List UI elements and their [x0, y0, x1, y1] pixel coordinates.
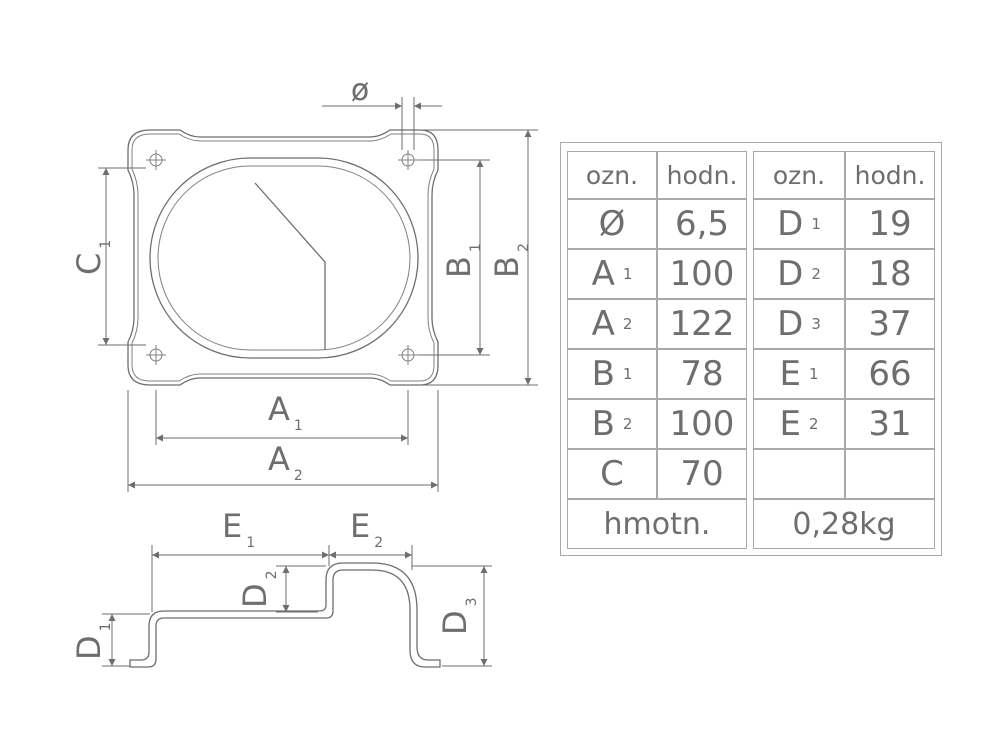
row-value-B1: 78 — [657, 349, 747, 399]
label-diameter: ø — [351, 73, 369, 108]
dimension-D3: D3 — [412, 565, 492, 667]
flap-line — [254, 182, 326, 350]
row-value-D1: 19 — [845, 199, 935, 249]
row-value-E1: 66 — [845, 349, 935, 399]
header-ozn-left: ozn. — [567, 151, 657, 199]
label-D2: D2 — [236, 570, 280, 608]
dimension-D1: D1 — [70, 613, 150, 667]
mounting-hole-top-left — [146, 150, 166, 170]
mounting-hole-bottom-left — [146, 345, 166, 365]
row-value-C: 70 — [657, 449, 747, 499]
row-value-A1: 100 — [657, 249, 747, 299]
header-hodn-right: hodn. — [845, 151, 935, 199]
dimension-C1: C1 — [70, 167, 146, 346]
row-value-empty — [845, 449, 935, 499]
header-hodn-left: hodn. — [657, 151, 747, 199]
row-label-diameter: Ø — [567, 199, 657, 249]
footer-weight-label: hmotn. — [567, 499, 747, 549]
row-label-empty — [753, 449, 845, 499]
label-B2: B2 — [488, 243, 532, 278]
row-value-diameter: 6,5 — [657, 199, 747, 249]
plate-outline — [127, 129, 439, 386]
mounting-hole-bottom-right — [398, 345, 418, 365]
dimension-diameter: ø — [322, 73, 442, 150]
row-value-D2: 18 — [845, 249, 935, 299]
label-C1: C1 — [70, 240, 114, 275]
row-value-B2: 100 — [657, 399, 747, 449]
row-value-D3: 37 — [845, 299, 935, 349]
opening-outer — [149, 157, 419, 359]
footer-weight-value: 0,28kg — [753, 499, 935, 549]
label-D1: D1 — [70, 622, 114, 660]
opening-inner — [157, 165, 411, 351]
plate-inner-outline — [131, 133, 435, 382]
row-value-E2: 31 — [845, 399, 935, 449]
header-ozn-right: ozn. — [753, 151, 845, 199]
label-B1: B1 — [440, 243, 484, 278]
dimension-D2: D2 — [236, 565, 326, 613]
row-label-C: C — [567, 449, 657, 499]
mounting-hole-top-right — [398, 150, 418, 170]
profile-outline — [129, 562, 441, 668]
dimension-B2: B2 — [420, 129, 538, 386]
row-value-A2: 122 — [657, 299, 747, 349]
label-D3: D3 — [436, 597, 480, 635]
dimension-B1: B1 — [418, 159, 490, 356]
